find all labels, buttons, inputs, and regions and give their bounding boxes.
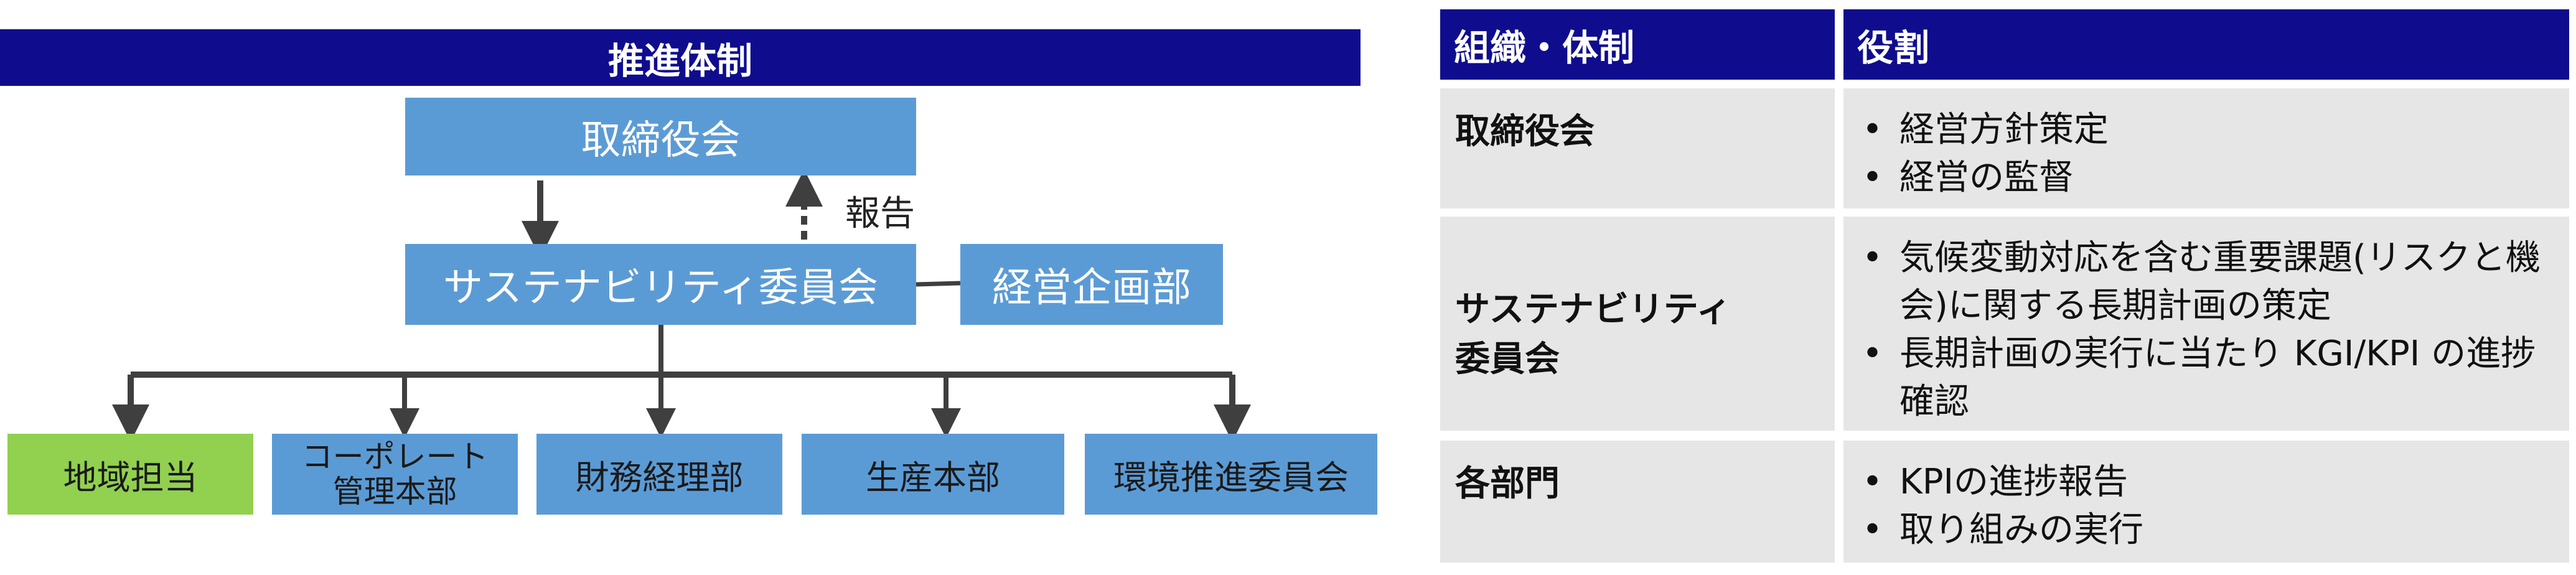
role-item: KPIの進捗報告 — [1862, 458, 2569, 506]
dept-label: 財務経理部 — [575, 457, 744, 497]
role-list: 気候変動対応を含む重要課題(リスクと機会)に関する長期計画の策定 長期計画の実行… — [1843, 217, 2569, 426]
dept-label: 生産本部 — [866, 457, 1000, 497]
table-header-org-label: 組織・体制 — [1454, 26, 1635, 69]
org-chart-title: 推進体制 — [607, 39, 752, 82]
planning-dept-box: 経営企画部 — [960, 244, 1223, 325]
table-row-2-org-label: サステナビリティ 委員会 — [1455, 289, 1731, 380]
table-header-org: 組織・体制 — [1440, 9, 1835, 80]
dept-box-regional: 地域担当 — [7, 434, 253, 515]
org-chart-title-bar: 推進体制 — [0, 29, 1361, 86]
role-item: 経営の監督 — [1862, 154, 2569, 202]
sustainability-committee-box: サステナビリティ委員会 — [405, 244, 916, 325]
role-item: 取り組みの実行 — [1862, 506, 2569, 554]
planning-dept-label: 経営企画部 — [992, 265, 1191, 311]
dept-label: 地域担当 — [63, 457, 198, 497]
dept-box-environment: 環境推進委員会 — [1085, 434, 1377, 515]
table-row-2-roles: 気候変動対応を含む重要課題(リスクと機会)に関する長期計画の策定 長期計画の実行… — [1843, 217, 2569, 431]
dept-box-finance: 財務経理部 — [536, 434, 782, 515]
table-header-role-label: 役割 — [1857, 26, 1930, 69]
report-label: 報告 — [845, 194, 915, 234]
dept-label: コーポレート 管理本部 — [301, 439, 489, 510]
role-list: 経営方針策定 経営の監督 — [1843, 88, 2569, 202]
dept-box-corporate: コーポレート 管理本部 — [272, 434, 518, 515]
table-header-role: 役割 — [1843, 9, 2569, 80]
committee-planning-link — [916, 281, 961, 287]
dept-box-production: 生産本部 — [802, 434, 1064, 515]
role-item: 経営方針策定 — [1862, 106, 2569, 154]
board-label: 取締役会 — [581, 117, 741, 164]
table-row-1-org: 取締役会 — [1440, 88, 1835, 208]
role-item: 長期計画の実行に当たり KGI/KPI の進捗確認 — [1862, 330, 2544, 426]
role-item: 気候変動対応を含む重要課題(リスクと機会)に関する長期計画の策定 — [1862, 234, 2544, 330]
table-row-1-org-label: 取締役会 — [1455, 111, 1595, 152]
sustainability-committee-label: サステナビリティ委員会 — [443, 265, 878, 311]
table-row-2-org: サステナビリティ 委員会 — [1440, 217, 1835, 431]
dept-label: 環境推進委員会 — [1113, 457, 1349, 497]
table-row-3-roles: KPIの進捗報告 取り組みの実行 — [1843, 441, 2569, 563]
table-row-3-org-label: 各部門 — [1455, 464, 1560, 504]
role-list: KPIの進捗報告 取り組みの実行 — [1843, 441, 2569, 554]
table-row-3-org: 各部門 — [1440, 441, 1835, 563]
board-box: 取締役会 — [405, 98, 916, 175]
table-row-1-roles: 経営方針策定 経営の監督 — [1843, 88, 2569, 208]
